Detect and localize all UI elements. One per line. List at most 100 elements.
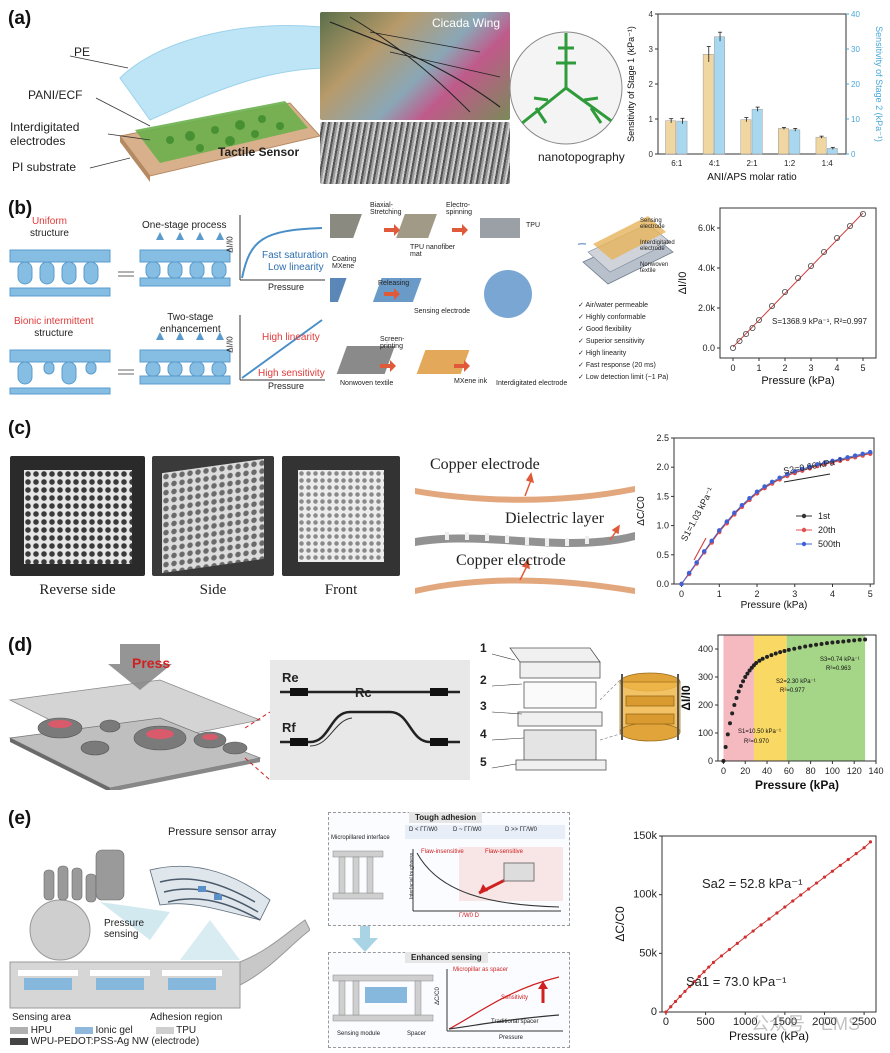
x-axis-label: Pressure (kPa) — [761, 375, 834, 387]
annotation: R²=0.977 — [780, 688, 806, 694]
y-tick-label: 2.0k — [698, 303, 716, 313]
legend-marker — [801, 527, 807, 533]
annotation: Sa1 = 73.0 kPa⁻¹ — [686, 974, 787, 989]
panel-d: (d) Press Re Rc Rf — [0, 615, 890, 800]
series-line — [681, 451, 871, 585]
series-line — [681, 452, 871, 585]
enh-label-spacer2: Spacer — [407, 1031, 427, 1037]
y-tick-label: 0.0 — [656, 579, 669, 589]
data-point — [759, 923, 763, 927]
x-tick-label: 0 — [663, 1016, 669, 1028]
bionic-title-red: Bionic intermittent — [14, 316, 94, 327]
flow-label-nonwoven: Nonwoven textile — [340, 380, 394, 387]
cicada-wing-photo: Cicada Wing — [320, 12, 510, 120]
legend-swatch-tpu — [155, 1026, 174, 1034]
data-point — [800, 466, 805, 472]
panel-e: (e) Pressure sensor array Pressure sensi… — [0, 800, 890, 1050]
annotation: R²=0.963 — [826, 666, 852, 672]
material-legend: HPU Ionic gel TPU WPU-PEDOT:PSS-Ag NW (e… — [10, 1025, 310, 1047]
x-tick-label: 5 — [860, 363, 865, 373]
x-tick-label: 4 — [830, 589, 835, 599]
plot-frame — [719, 207, 877, 359]
layer-label-pani-ecf: PANI/ECF — [28, 88, 83, 102]
flow-label-mxene-ink: MXene ink — [454, 378, 488, 385]
data-point — [762, 484, 767, 489]
cicada-wing-label: Cicada Wing — [431, 16, 500, 30]
enhanced-sensing-box: Enhanced sensing Micropillar as spacer S… — [328, 952, 570, 1048]
region-band — [723, 635, 754, 761]
data-point — [709, 538, 714, 543]
data-point — [730, 344, 737, 351]
fabrication-flow: Biaxial-Stretching Electro-spinning TPU … — [271, 200, 580, 396]
feature-item: ✓ Superior sensitivity — [578, 338, 645, 345]
uniform-note1: Fast saturation — [262, 250, 329, 261]
feature-item: ✓ Highly conformable — [578, 314, 646, 321]
tough-label-d1: D < ΓΓ/W0 — [409, 827, 438, 833]
y-tick-label: 1.5 — [656, 491, 669, 501]
bionic-process-1: Two-stage — [167, 312, 214, 323]
enh-label-traditional: Traditional spacer — [491, 1019, 539, 1025]
device-label-sensing: Sensing electrode — [640, 218, 665, 230]
uniform-structure-schematic — [9, 215, 325, 395]
press-illustration — [8, 644, 270, 790]
device-label: Tactile Sensor — [218, 145, 300, 159]
x-axis-label: ANI/APS molar ratio — [707, 172, 797, 183]
x-tick-label: 40 — [762, 766, 772, 776]
mesh-side — [162, 458, 264, 574]
data-point — [702, 970, 706, 974]
caption-front: Front — [324, 582, 358, 598]
data-point — [747, 668, 752, 673]
data-point — [727, 721, 732, 726]
layer-dielectric: Dielectric layer — [505, 510, 605, 527]
feature-text: Good flexibility — [585, 326, 632, 333]
layer-label-pe: PE — [74, 45, 91, 59]
panel-label-a: (a) — [8, 8, 32, 29]
data-point — [846, 638, 851, 643]
sem-nanopillars — [320, 122, 510, 184]
y2-tick-label: 30 — [851, 45, 860, 54]
data-point — [736, 337, 743, 344]
data-point — [820, 249, 827, 256]
x-tick-label: 140 — [868, 766, 883, 776]
slope-line — [693, 537, 707, 561]
data-point — [782, 289, 789, 296]
down-arrow — [352, 926, 378, 952]
data-point — [723, 745, 728, 749]
flow-label-screen: Screen-printing — [380, 336, 405, 350]
legend-marker — [801, 541, 807, 547]
y-tick-label: 300 — [698, 672, 713, 682]
y2-tick-label: 0 — [851, 150, 856, 159]
data-point — [863, 637, 868, 642]
flow-label-biaxial: Biaxial-Stretching — [370, 202, 402, 216]
tough-label-flaw-ins: Flaw-insensitive — [421, 849, 464, 855]
feature-text: Superior sensitivity — [585, 338, 645, 345]
bar — [740, 119, 752, 155]
photo-side — [152, 456, 274, 576]
data-point — [735, 941, 739, 945]
panel-c: (c) Reverse side Side Front Copper elect… — [0, 410, 890, 611]
layer-copper-bottom: Copper electrode — [456, 552, 566, 569]
x-tick-label: 1 — [756, 363, 761, 373]
feature-text: Air/water permeable — [585, 302, 649, 309]
data-point — [694, 560, 699, 565]
region-band — [786, 635, 866, 761]
data-point — [803, 644, 808, 649]
data-point — [807, 464, 813, 469]
legend-text: 1st — [818, 511, 831, 521]
y-tick-label: 4.0k — [698, 263, 716, 273]
bionic-note2: High sensitivity — [258, 368, 325, 379]
device-label-interdig: Interdigitated electrode — [640, 240, 675, 252]
part-2: 2 — [480, 673, 487, 687]
bionic-process-2: enhancement — [160, 324, 221, 335]
data-point — [857, 637, 862, 642]
feature-item: ✓ High linearity — [578, 350, 627, 357]
uniform-title: Uniform structure — [30, 216, 69, 240]
data-point — [819, 641, 824, 646]
y-tick-label: 4 — [649, 10, 654, 19]
tough-label-flaw-sens: Flaw-sensitive — [485, 849, 524, 855]
data-point — [807, 887, 811, 891]
legend-swatch-hpu — [10, 1026, 28, 1034]
